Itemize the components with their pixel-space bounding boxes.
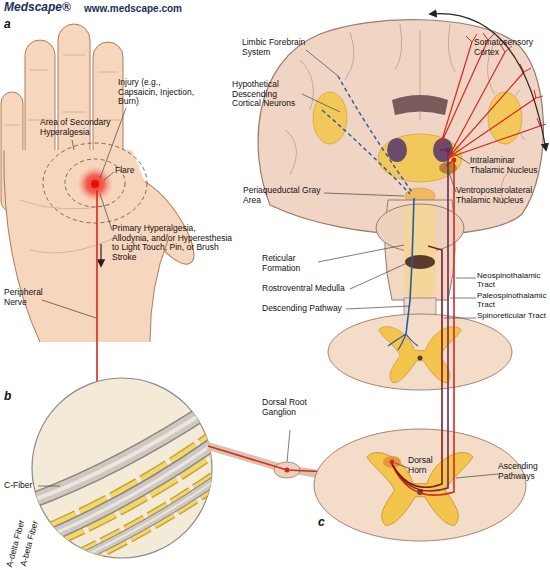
peripheral-nerve: [97, 190, 98, 384]
descending-tract: [388, 334, 418, 350]
brain-illustration: [313, 92, 347, 144]
anatomy-label: Injury (e.g., Capsaicin, Injection, Burn…: [118, 78, 198, 107]
anatomy-label: Ascending Pathways: [498, 462, 548, 481]
leader-line: [38, 486, 60, 487]
nerve-fiber-magnifier: [30, 470, 230, 570]
direction-arrow: [101, 244, 102, 266]
ascending-tract: [390, 460, 395, 465]
ascending-tract: [392, 160, 454, 495]
ascending-tract: [392, 246, 442, 487]
anatomy-label: Primary Hyperalgesia, Allodynia, and/or …: [112, 224, 232, 262]
nerve-fiber-magnifier: [20, 378, 230, 570]
ascending-tract: [446, 148, 451, 153]
leader-line: [450, 298, 476, 299]
spinal-cord-section: [379, 327, 462, 383]
injury-site: [91, 180, 99, 188]
leader-line: [318, 245, 404, 262]
anatomy-label: Rostroventral Medulla: [262, 284, 372, 294]
anatomy-label: Reticular Formation: [262, 254, 322, 273]
nerve-fiber-magnifier: [30, 470, 230, 570]
brainstem: [404, 205, 436, 297]
injury-site: [43, 143, 147, 223]
anatomy-label: Limbic Forebrain System: [242, 38, 314, 57]
brainstem: [376, 200, 464, 322]
spinal-cord-section: [314, 429, 526, 541]
leader-line: [456, 474, 498, 478]
ascending-tract: [466, 33, 546, 126]
spinal-nerve: [285, 468, 290, 473]
cortex-span-arrow: [430, 14, 546, 150]
direction-arrow: [100, 244, 101, 266]
leader-line: [302, 50, 498, 478]
ascending-tract: [392, 150, 448, 491]
descending-tract: [406, 198, 414, 334]
site-url: www.medscape.com: [84, 3, 182, 14]
anatomy-label: Intralaminar Thalamic Nucleus: [470, 156, 548, 175]
leader-line: [306, 50, 338, 76]
spinal-cord-section: [314, 429, 526, 541]
brain-illustration: [387, 138, 407, 162]
injury-site: [77, 166, 113, 202]
brain-illustration: [488, 92, 522, 144]
nerve-fiber-magnifier: [30, 470, 230, 570]
anatomy-label: Peripheral Nerve: [4, 288, 59, 307]
spinal-cord-section: [418, 356, 423, 361]
cortex-span-arrow: [430, 14, 546, 150]
brain-illustration: [392, 95, 448, 115]
fiber-label: C-Fiber: [4, 481, 32, 491]
leader-line: [395, 463, 408, 468]
tract-label: Spinoreticular Tract: [477, 312, 549, 321]
leader-line: [456, 278, 476, 279]
panel-letter: a: [4, 18, 11, 31]
ascending-tract: [452, 158, 457, 163]
peripheral-nerve: [96, 190, 98, 384]
tract-label: Paleospinothalamic Tract: [477, 292, 549, 310]
leader-line: [451, 152, 470, 164]
leader-line: [302, 94, 340, 112]
leader-line: [287, 430, 290, 462]
brand-logo: Medscape®: [4, 1, 71, 14]
anatomy-label: Flare: [115, 166, 134, 176]
leader-line: [324, 193, 404, 196]
anatomy-label: Dorsal Horn: [408, 456, 448, 475]
leader-line: [38, 486, 60, 487]
leader-line: [42, 108, 126, 318]
panel-letter: c: [318, 516, 325, 529]
leader-line: [100, 194, 112, 230]
spinal-cord-section: [328, 314, 512, 390]
tract-label: Neospinothalamic Tract: [477, 272, 549, 290]
injury-site: [43, 143, 147, 223]
ascending-tract: [440, 40, 540, 158]
anatomy-label: Hypothetical Descending Cortical Neurons: [232, 80, 304, 109]
leader-line: [444, 318, 476, 319]
leader-line: [346, 306, 410, 309]
anatomy-label: Dorsal Root Ganglion: [262, 398, 320, 417]
anatomy-label: Area of Secondary Hyperalgesia: [40, 118, 120, 137]
brainstem: [405, 255, 435, 269]
anatomy-label: Descending Pathway: [262, 304, 362, 314]
nerve-fiber-magnifier: [30, 470, 230, 570]
nerve-fiber-magnifier: [30, 470, 230, 570]
nerve-fiber-magnifier: [20, 395, 230, 570]
anatomy-label: Periaqueductal Gray Area: [243, 186, 328, 205]
anatomy-label: Somatosensory Cortex: [474, 38, 546, 57]
descending-tract: [322, 110, 410, 194]
leader-line: [448, 170, 456, 192]
ascending-tract: [390, 33, 546, 495]
leader-line: [104, 172, 114, 180]
leader-line: [350, 264, 405, 289]
spinal-cord-section: [328, 314, 512, 390]
spinal-cord-section: [383, 456, 401, 468]
panel-letter: b: [4, 390, 11, 403]
hand-illustration: [5, 55, 120, 125]
anatomy-label: Ventroposterolateral Thalamic Nucleus: [456, 186, 548, 205]
hand-illustration: [1, 24, 205, 342]
leader-line: [287, 430, 290, 462]
leader-line: [72, 140, 74, 150]
leader-line: [42, 300, 96, 318]
